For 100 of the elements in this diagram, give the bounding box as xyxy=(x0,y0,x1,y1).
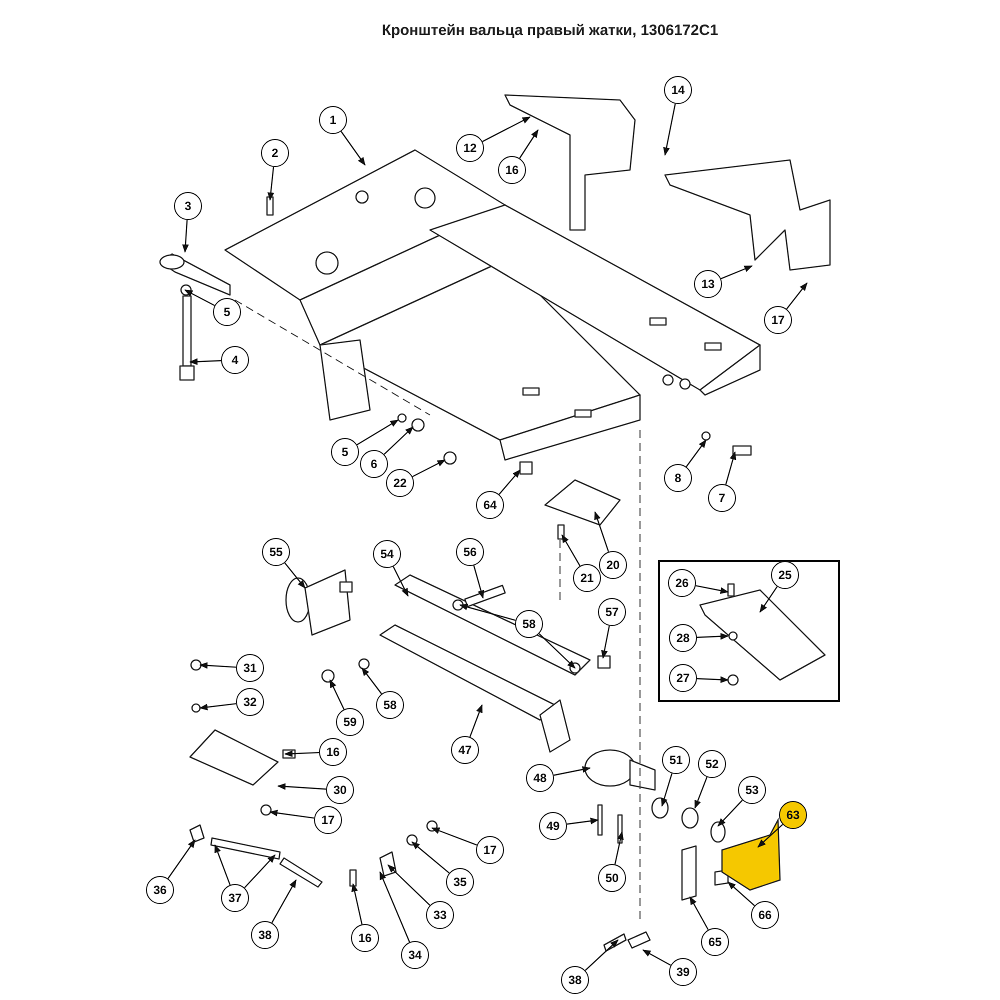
callout-number: 31 xyxy=(236,654,264,682)
leader-line xyxy=(498,469,521,495)
leader-line xyxy=(387,864,430,906)
leader-line xyxy=(686,439,706,468)
callout-number: 2 xyxy=(261,139,289,167)
leader-line xyxy=(660,773,672,807)
callout-number: 13 xyxy=(694,270,722,298)
leader-line xyxy=(411,841,450,874)
callout-number: 1 xyxy=(319,106,347,134)
leader-line xyxy=(168,839,196,879)
leader-line xyxy=(689,896,709,930)
callout-number: 39 xyxy=(669,958,697,986)
leader-line xyxy=(473,565,484,599)
leader-line xyxy=(214,844,231,886)
callout-number: 16 xyxy=(351,924,379,952)
leader-line xyxy=(696,585,729,594)
callout-number: 57 xyxy=(598,598,626,626)
callout-number: 58 xyxy=(515,610,543,638)
leader-line xyxy=(601,626,610,659)
leader-line xyxy=(642,949,672,966)
leader-line xyxy=(566,818,599,825)
leader-line xyxy=(329,679,345,710)
leader-line xyxy=(412,459,446,478)
leader-line xyxy=(199,703,236,710)
leader-line xyxy=(384,426,414,455)
callout-number: 32 xyxy=(236,688,264,716)
leader-line xyxy=(271,879,297,924)
callout-number: 49 xyxy=(539,812,567,840)
leader-line xyxy=(351,883,363,924)
leader-line xyxy=(379,871,410,942)
callout-number: 59 xyxy=(336,708,364,736)
callout-number: 55 xyxy=(262,538,290,566)
leader-line xyxy=(469,704,483,738)
leader-line xyxy=(284,562,306,589)
callout-number: 4 xyxy=(221,346,249,374)
leader-line xyxy=(594,511,610,552)
callout-number: 28 xyxy=(669,624,697,652)
callout-number: 54 xyxy=(373,540,401,568)
leader-line xyxy=(269,810,314,819)
callout-number: 20 xyxy=(599,551,627,579)
leader-line xyxy=(431,827,478,846)
callout-number: 58 xyxy=(376,691,404,719)
leader-line xyxy=(720,265,753,280)
callout-number: 34 xyxy=(401,941,429,969)
leader-line xyxy=(362,667,382,694)
callout-number: 16 xyxy=(319,738,347,766)
leader-line xyxy=(189,358,222,366)
leader-line xyxy=(340,131,366,166)
leader-line xyxy=(696,632,729,640)
inset-frame xyxy=(658,560,840,702)
callout-number: 33 xyxy=(426,901,454,929)
callout-number: 8 xyxy=(664,464,692,492)
callout-number: 52 xyxy=(698,750,726,778)
leader-line xyxy=(482,116,531,142)
leader-line xyxy=(663,104,676,156)
callout-number: 17 xyxy=(476,836,504,864)
leader-line xyxy=(267,166,274,201)
callout-number: 6 xyxy=(360,450,388,478)
leader-line xyxy=(459,604,516,621)
callout-number: 66 xyxy=(751,901,779,929)
callout-number: 56 xyxy=(456,538,484,566)
callout-number: 14 xyxy=(664,76,692,104)
callout-number: 38 xyxy=(251,921,279,949)
leader-line xyxy=(356,419,399,446)
callout-number: 26 xyxy=(668,569,696,597)
leader-line xyxy=(538,633,576,669)
callout-number: 27 xyxy=(669,664,697,692)
callout-number: 12 xyxy=(456,134,484,162)
callout-number: 3 xyxy=(174,192,202,220)
leader-line xyxy=(727,881,755,906)
callout-number: 17 xyxy=(314,806,342,834)
leader-line xyxy=(584,939,619,971)
leader-line xyxy=(561,534,580,566)
leader-line xyxy=(182,220,189,253)
leader-line xyxy=(696,676,729,684)
callout-number: 25 xyxy=(771,561,799,589)
leader-line xyxy=(614,831,624,864)
leader-line xyxy=(694,776,708,809)
leader-line xyxy=(554,766,591,776)
callout-number: 22 xyxy=(386,469,414,497)
callout-number: 50 xyxy=(598,864,626,892)
leader-line xyxy=(757,824,784,848)
callout-number: 37 xyxy=(221,884,249,912)
leader-line xyxy=(184,289,215,306)
callout-number: 16 xyxy=(498,156,526,184)
leader-line xyxy=(725,451,736,485)
callout-number: 35 xyxy=(446,868,474,896)
callout-number: 5 xyxy=(331,438,359,466)
leader-line xyxy=(199,662,236,669)
callout-number: 7 xyxy=(708,484,736,512)
leader-line xyxy=(277,783,326,790)
callout-number: 48 xyxy=(526,764,554,792)
leader-line xyxy=(284,750,320,758)
callout-number: 64 xyxy=(476,491,504,519)
callout-number: 63 xyxy=(779,801,807,829)
callout-number: 17 xyxy=(764,306,792,334)
leader-line xyxy=(244,854,276,888)
callout-number: 30 xyxy=(326,776,354,804)
leader-line xyxy=(717,800,743,827)
leader-line xyxy=(519,129,538,159)
